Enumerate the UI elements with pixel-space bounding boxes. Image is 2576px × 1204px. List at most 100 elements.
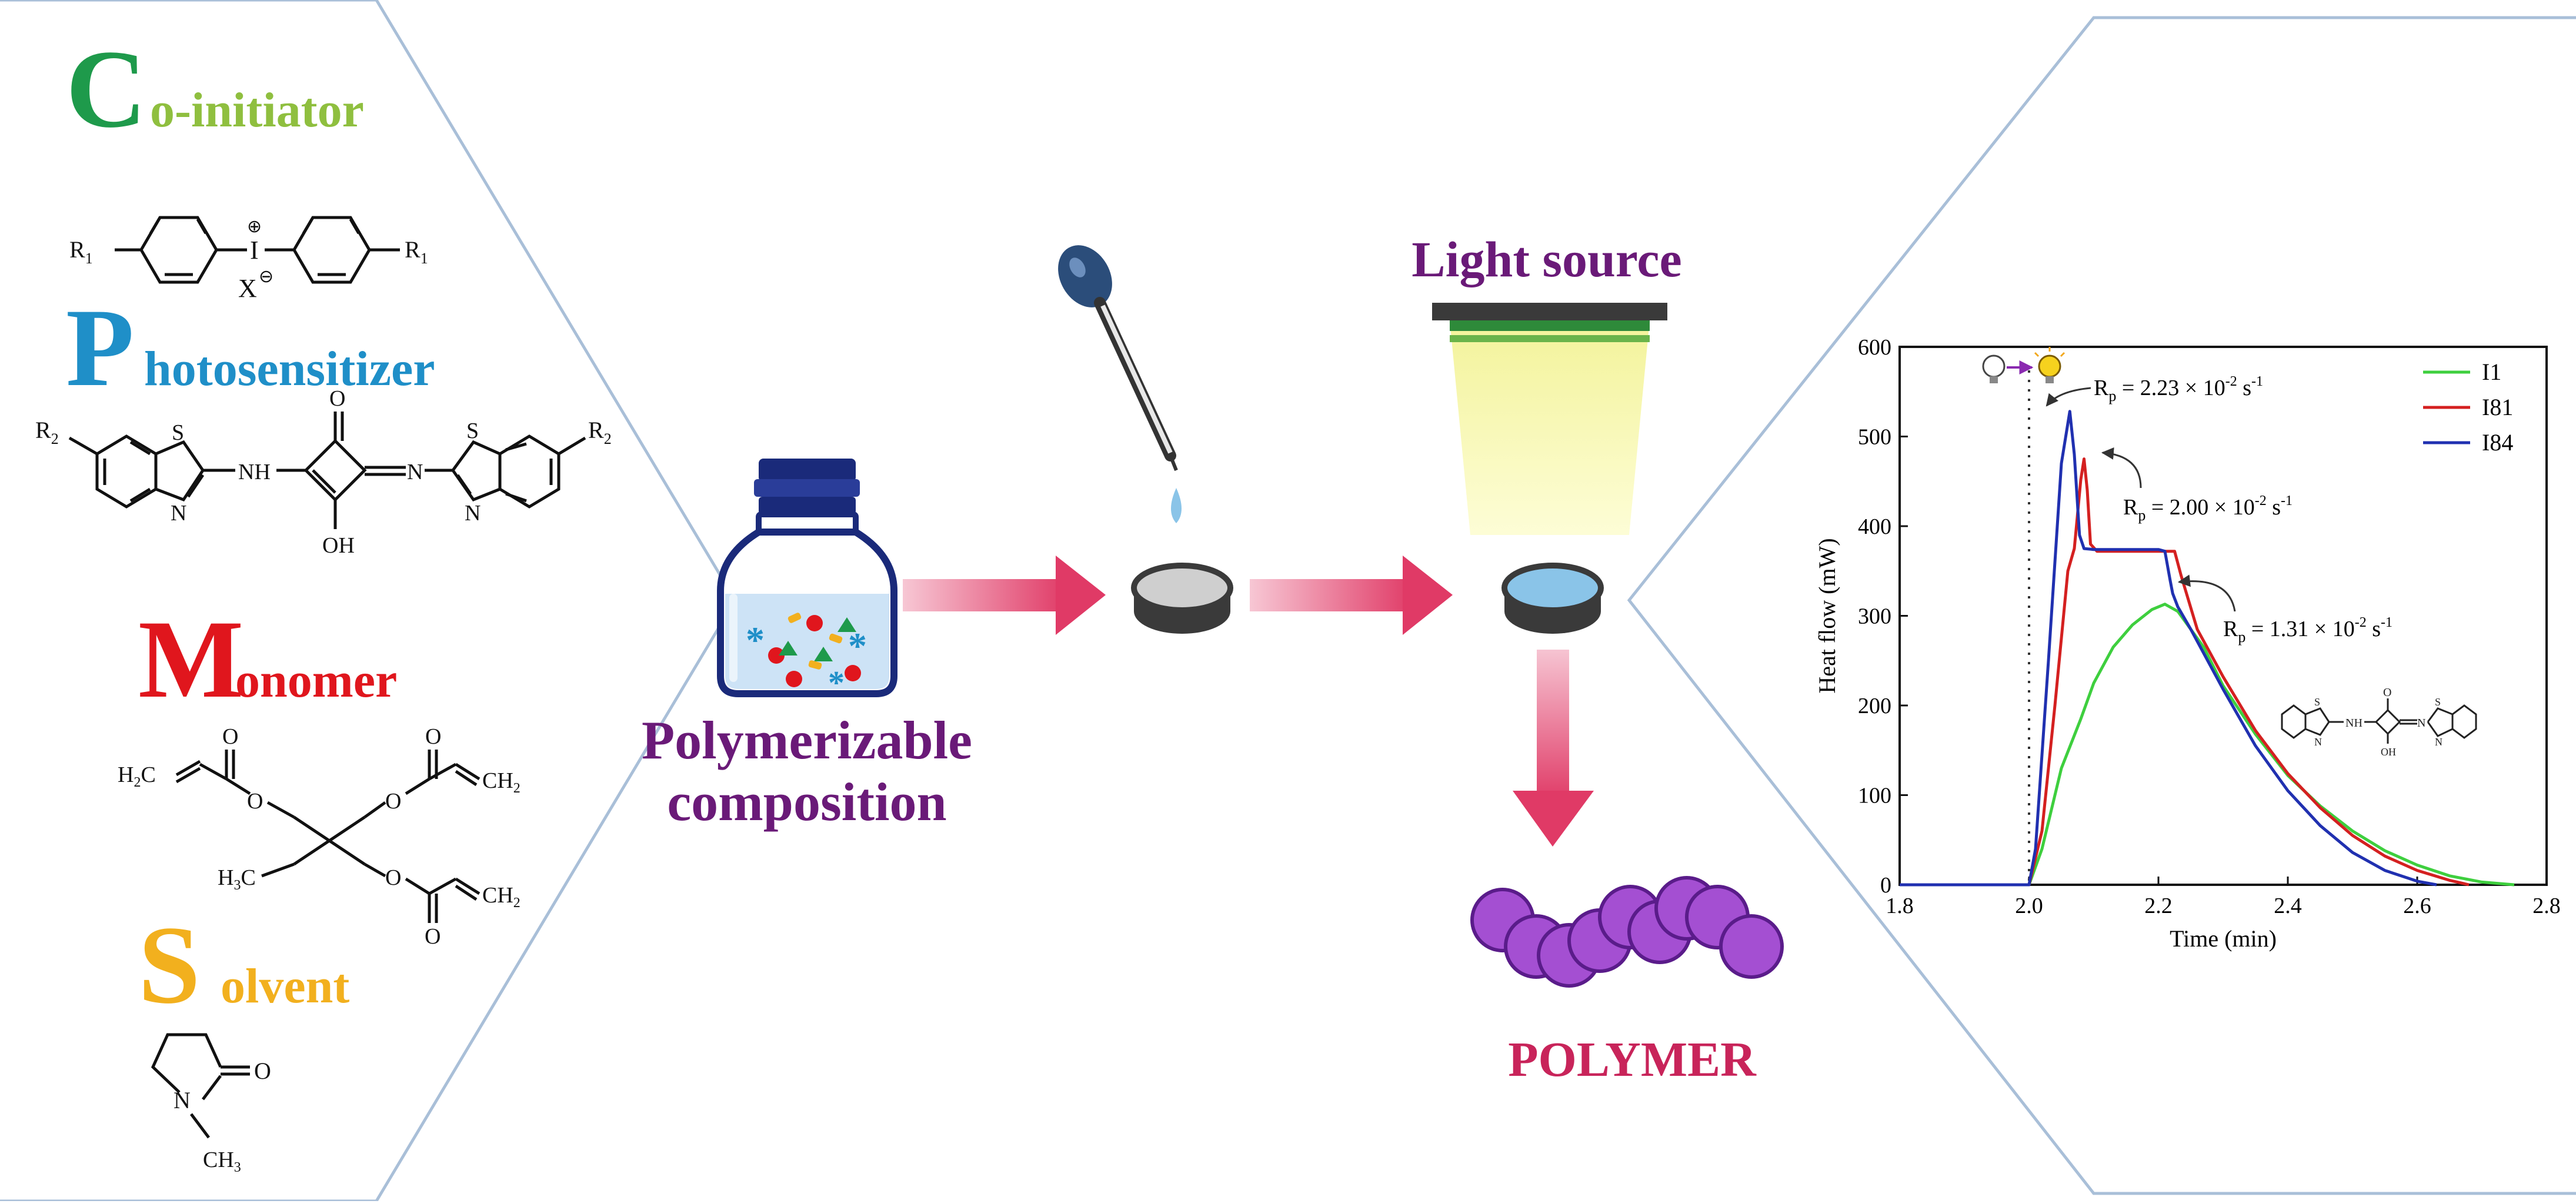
coinitiator-rest: o-initiator	[150, 83, 364, 138]
inset-squaraine-structure: NH O OH N S N S N	[2281, 686, 2477, 758]
light-source-label: Light source	[1412, 231, 1681, 287]
photosensitizer-rest: hotosensitizer	[144, 342, 435, 396]
svg-text:S: S	[2314, 696, 2320, 708]
solvent-rest: olvent	[221, 959, 349, 1014]
nmp-n: N	[173, 1087, 191, 1113]
y-tick-label: 100	[1858, 784, 1891, 808]
tmpta-ch2-right: CH2	[482, 768, 520, 796]
coinitiator-heading: C o-initiator	[66, 28, 364, 151]
squaraine-r2-right: R2	[588, 417, 612, 447]
y-tick-label: 200	[1858, 694, 1891, 718]
solvent-initial: S	[138, 904, 201, 1027]
annotation-i84: Rp = 2.23 × 10-2 s-1	[2094, 374, 2263, 404]
nmp-o: O	[254, 1058, 271, 1084]
annotation-arrow-i1	[2177, 574, 2236, 612]
squaraine-oh: OH	[322, 533, 355, 558]
squaraine-o: O	[329, 386, 345, 411]
tmpta-o6: O	[425, 924, 441, 949]
x-tick-label: 2.8	[2532, 894, 2561, 918]
tmpta-o4: O	[425, 724, 441, 749]
nmp-structure: O N CH3	[151, 1033, 271, 1175]
iodonium-i: I	[250, 236, 259, 265]
light-source-lamp	[1432, 303, 1667, 535]
svg-text:*: *	[828, 665, 845, 701]
y-tick-label: 300	[1858, 604, 1891, 629]
iodonium-plus: ⊕	[247, 217, 262, 236]
pipette	[1058, 245, 1182, 523]
legend-label: I84	[2482, 429, 2513, 456]
y-tick-label: 400	[1858, 514, 1891, 539]
left-panel-border	[0, 0, 737, 1203]
iodonium-minus: ⊖	[259, 267, 273, 286]
iodonium-r1-left: R1	[69, 236, 93, 267]
svg-text:S: S	[2435, 696, 2441, 708]
annotation-i81: Rp = 2.00 × 10-2 s-1	[2123, 493, 2293, 524]
tmpta-ch2-bottom: CH2	[482, 883, 520, 911]
squaraine-s1: S	[172, 420, 184, 445]
svg-text:NH: NH	[2345, 717, 2363, 730]
composition-label-line2: composition	[667, 772, 946, 832]
tmpta-o2: O	[247, 789, 263, 814]
vial: * * *	[717, 459, 897, 701]
annotation-arrow-i81	[2101, 447, 2142, 489]
annotation-i1: Rp = 1.31 × 10-2 s-1	[2223, 615, 2393, 646]
x-axis-label: Time (min)	[2170, 925, 2277, 952]
svg-text:O: O	[2383, 686, 2391, 699]
y-axis-label: Heat flow (mW)	[1814, 538, 1840, 693]
series-line-i81	[1900, 457, 2470, 887]
tmpta-structure: H2C O O O O CH2 H3C O O CH2	[118, 724, 520, 949]
process-arrow-3	[1513, 650, 1594, 847]
squaraine-n2: N	[465, 501, 481, 526]
right-panel-border	[1627, 16, 2576, 1195]
y-tick-label: 600	[1858, 335, 1891, 360]
svg-text:N: N	[2435, 736, 2442, 748]
iodonium-r1-right: R1	[405, 236, 428, 267]
polymer-beads	[1470, 876, 1784, 988]
tmpta-o1: O	[222, 724, 238, 749]
x-tick-label: 1.8	[1886, 894, 1914, 918]
annotation-arrow-i84	[2046, 387, 2091, 407]
x-tick-label: 2.6	[2403, 894, 2431, 918]
bulb-off-icon	[1982, 354, 2006, 383]
polymer-label: POLYMER	[1508, 1032, 1757, 1087]
nmp-ch3: CH3	[203, 1148, 241, 1175]
heat-flow-chart: 0 100 200 300 400 500 600 1.8 2.0 2.2 2.4 2.6 2.8 H…	[1814, 335, 2561, 952]
x-tick-label: 2.2	[2144, 894, 2173, 918]
svg-text:N: N	[2417, 717, 2425, 730]
squaraine-n-eq: N	[407, 460, 423, 484]
y-tick-label: 500	[1858, 425, 1891, 450]
iodonium-x: X	[238, 274, 257, 303]
monomer-rest: onomer	[235, 653, 397, 708]
x-tick-label: 2.4	[2274, 894, 2302, 918]
legend-label: I81	[2482, 394, 2513, 420]
squaraine-nh: NH	[238, 460, 271, 484]
tmpta-h2c-left: H2C	[118, 762, 156, 790]
svg-text:*: *	[746, 619, 765, 661]
sample-dish-empty	[1131, 563, 1233, 634]
squaraine-r2-left: R2	[35, 417, 59, 447]
series-line-i84	[1900, 410, 2437, 887]
composition-label-line1: Polymerizable	[642, 710, 972, 770]
x-tick-label: 2.0	[2015, 894, 2043, 918]
squaraine-s2: S	[466, 419, 479, 443]
y-tick-label: 0	[1880, 873, 1891, 898]
bulb-on-icon	[2034, 347, 2066, 383]
svg-text:*: *	[848, 625, 867, 667]
squaraine-structure: R2 S N NH O OH N S N R2	[35, 386, 612, 558]
monomer-initial: M	[138, 598, 243, 721]
iodonium-structure: R1 I ⊕ R1 X ⊖	[69, 216, 428, 303]
legend-label: I1	[2482, 359, 2501, 385]
photosensitizer-initial: P	[66, 286, 134, 410]
tmpta-h3c: H3C	[218, 865, 256, 893]
coinitiator-initial: C	[66, 28, 146, 151]
process-arrow-2	[1250, 556, 1453, 635]
sample-dish-filled	[1501, 563, 1604, 634]
svg-text:OH: OH	[2381, 746, 2396, 758]
process-arrow-1	[903, 556, 1106, 635]
tmpta-o3: O	[385, 789, 401, 814]
squaraine-n1: N	[171, 501, 186, 526]
photosensitizer-heading: P hotosensitizer	[66, 286, 435, 410]
